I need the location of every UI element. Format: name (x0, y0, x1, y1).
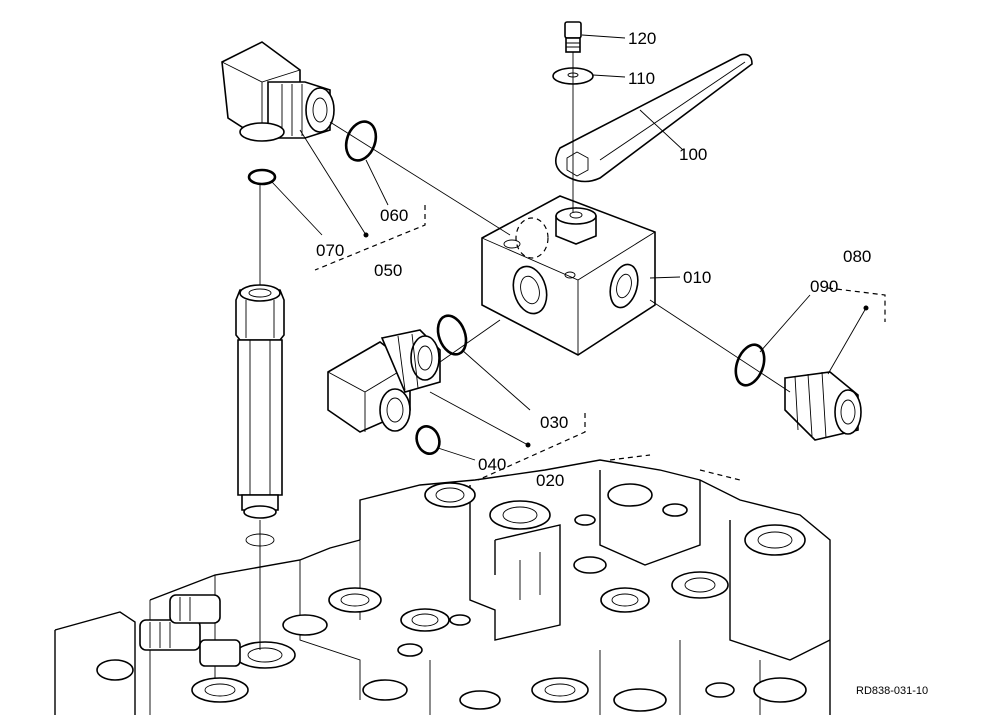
screw-120 (564, 21, 582, 53)
callout-070: 070 (316, 241, 344, 260)
inline-filter-fitting (235, 185, 285, 650)
o-ring-030 (436, 314, 468, 356)
callout-100: 100 (679, 145, 707, 164)
leader-lines (271, 34, 869, 461)
callout-050: 050 (374, 261, 402, 280)
callout-010: 010 (683, 268, 711, 287)
handle-lever-100 (554, 53, 753, 183)
callout-040: 040 (478, 455, 506, 474)
o-ring-040 (415, 425, 441, 455)
callout-080: 080 (843, 247, 871, 266)
callout-labels: 120 110 100 060 070 050 010 080 090 030 … (316, 29, 871, 490)
group-brackets (314, 205, 886, 481)
assembly-axes (329, 121, 791, 393)
valve-block-010 (481, 195, 656, 356)
valve-housing (54, 454, 831, 715)
elbow-fitting-050 (221, 41, 335, 142)
o-ring-060 (344, 120, 378, 162)
adapter-fitting-080 (784, 371, 862, 441)
callout-060: 060 (380, 206, 408, 225)
callout-110: 110 (628, 69, 655, 88)
callout-090: 090 (810, 277, 838, 296)
callout-020: 020 (536, 471, 564, 490)
o-ring-070 (247, 168, 277, 186)
elbow-fitting-020 (327, 329, 441, 433)
drawing-code: RD838-031-10 (856, 685, 928, 697)
o-ring-090 (734, 343, 766, 387)
callout-030: 030 (540, 413, 568, 432)
callout-120: 120 (628, 29, 656, 48)
